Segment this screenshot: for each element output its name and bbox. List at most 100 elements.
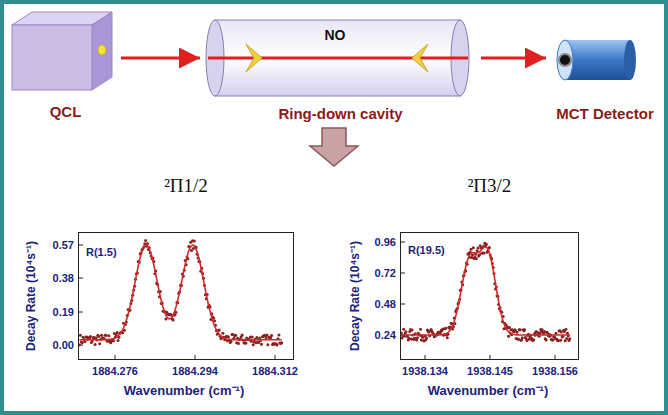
data-point	[172, 318, 175, 321]
tick-label: 1938.156	[532, 365, 578, 377]
line-label: R(1.5)	[86, 246, 117, 258]
cube-side	[92, 12, 112, 90]
data-point	[237, 342, 240, 345]
data-point	[280, 341, 283, 344]
data-point	[532, 339, 535, 342]
data-point	[476, 247, 479, 250]
data-point	[80, 340, 83, 343]
mirror	[412, 44, 428, 72]
detector-end	[624, 40, 636, 80]
data-point	[516, 337, 519, 340]
data-point	[277, 334, 280, 337]
data-point	[107, 334, 110, 337]
axis-title: Decay Rate (10⁴s⁻¹)	[349, 241, 362, 351]
data-point	[532, 338, 535, 341]
fit-curve	[401, 247, 569, 335]
data-point	[507, 335, 510, 338]
plot-title: ²Π1/2	[79, 175, 293, 197]
tick-label: 1884.276	[92, 365, 138, 377]
data-point	[230, 340, 233, 343]
data-point	[419, 328, 422, 331]
data-point	[485, 243, 488, 246]
data-points	[400, 242, 571, 342]
data-point	[561, 336, 564, 339]
axis-title: Decay Rate (10⁴s⁻¹)	[25, 241, 38, 351]
data-point	[275, 343, 278, 346]
data-point	[551, 339, 554, 342]
tick-label: 0.19	[53, 306, 74, 318]
data-point	[524, 336, 527, 339]
axis-title: Wavenumber (cm⁻¹)	[124, 384, 245, 398]
data-point	[81, 341, 84, 344]
data-point	[475, 257, 478, 260]
detector-face	[557, 40, 573, 80]
data-point	[444, 327, 447, 330]
data-point	[564, 328, 567, 331]
data-point	[266, 343, 269, 346]
detector-body	[565, 40, 630, 80]
component-label: MCT Detector	[546, 105, 664, 122]
tick-label: 1938.134	[402, 365, 448, 377]
data-point	[568, 337, 571, 340]
data-point	[234, 334, 237, 337]
data-point	[450, 322, 453, 325]
data-point	[98, 342, 101, 345]
data-point	[265, 336, 268, 339]
data-point	[518, 328, 521, 331]
data-point	[169, 313, 172, 316]
data-point	[89, 335, 92, 338]
laser-beam	[208, 57, 468, 60]
data-point	[221, 332, 224, 335]
data-points	[78, 239, 283, 347]
data-point	[256, 340, 259, 343]
data-point	[402, 328, 405, 331]
data-point	[483, 251, 486, 254]
data-point	[416, 336, 419, 339]
data-point	[255, 336, 258, 339]
data-point	[263, 334, 266, 337]
data-point	[92, 336, 95, 339]
data-point	[97, 335, 100, 338]
tick-label: 0.38	[53, 272, 74, 284]
data-point	[116, 331, 119, 334]
data-point	[446, 336, 449, 339]
data-point	[94, 343, 97, 346]
data-point	[411, 329, 414, 332]
data-point	[425, 337, 428, 340]
data-point	[556, 339, 559, 342]
beam-arrow	[121, 57, 200, 60]
mirror	[246, 44, 262, 72]
down-arrow	[310, 128, 358, 166]
cube-front	[12, 25, 92, 90]
tick-label: 1938.145	[467, 365, 513, 377]
data-point	[193, 239, 196, 242]
tick-label: 0.72	[375, 267, 396, 279]
data-point	[276, 343, 279, 346]
data-point	[252, 343, 255, 346]
data-point	[218, 329, 221, 332]
detector: MCT Detector	[546, 28, 664, 124]
tick-label: 0.00	[53, 339, 74, 351]
data-point	[241, 334, 244, 337]
data-point	[559, 339, 562, 342]
data-point	[227, 335, 230, 338]
data-point	[565, 337, 568, 340]
data-point	[513, 328, 516, 331]
gas-label: NO	[325, 28, 346, 43]
beam-arrow	[481, 57, 546, 60]
data-point	[270, 334, 273, 337]
data-point	[260, 343, 263, 346]
tick-label: 0.96	[375, 236, 396, 248]
data-point	[144, 239, 147, 242]
laser-aperture	[98, 45, 106, 55]
data-point	[515, 331, 518, 334]
axis-title: Wavenumber (cm⁻¹)	[428, 384, 549, 398]
data-point	[104, 334, 107, 337]
data-point	[105, 334, 108, 337]
component-label: Ring-down cavity	[200, 105, 481, 122]
tick-marks	[78, 242, 555, 360]
tick-label: 1884.312	[252, 365, 298, 377]
